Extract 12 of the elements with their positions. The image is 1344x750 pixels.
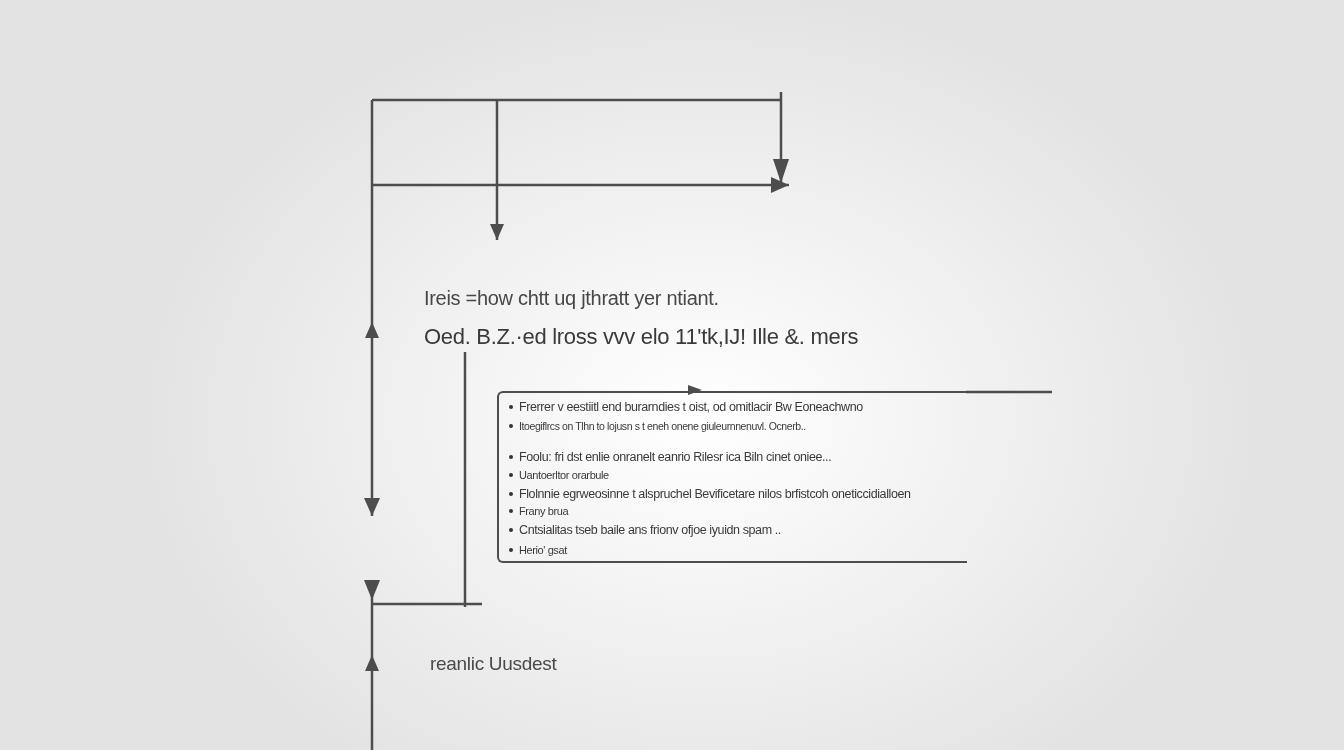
list-item-text: Flolnnie egrweosinne t alspruchel Bevificetare nilos brfistcoh oneticcidialloen [519, 486, 911, 502]
list-item-text: Cntsialitas tseb baile ans frionv ofjoe iyuidn spam .. [519, 522, 781, 538]
subheading-text: Oed. B.Z.·ed lross vvv elo 11'tk,IJ! Ille &. mers [424, 324, 859, 350]
label-text: reanlic Uusdest [430, 652, 557, 675]
list-item-text: Itoegiflrcs on Tlhn to lojusn s t eneh onene giuleurnnenuvl. Ocnerb.. [519, 419, 806, 434]
list-item-text: Frany brua [519, 504, 569, 519]
list-item-text: Frerrer v eestiitl end burarndies t oist, od omitlacir Bw Eoneachwno [519, 399, 863, 415]
list-item-text: Herio' gsat [519, 543, 567, 558]
list-item-text: Foolu: fri dst enlie onranelt eanrio Rilesr ica Biln cinet oniee... [519, 449, 832, 465]
list-item-text: Uantoerltor orarbule [519, 468, 609, 483]
heading-text: Ireis =how chtt uq jthratt yer ntiant. [424, 286, 719, 310]
list-panel [497, 391, 967, 563]
